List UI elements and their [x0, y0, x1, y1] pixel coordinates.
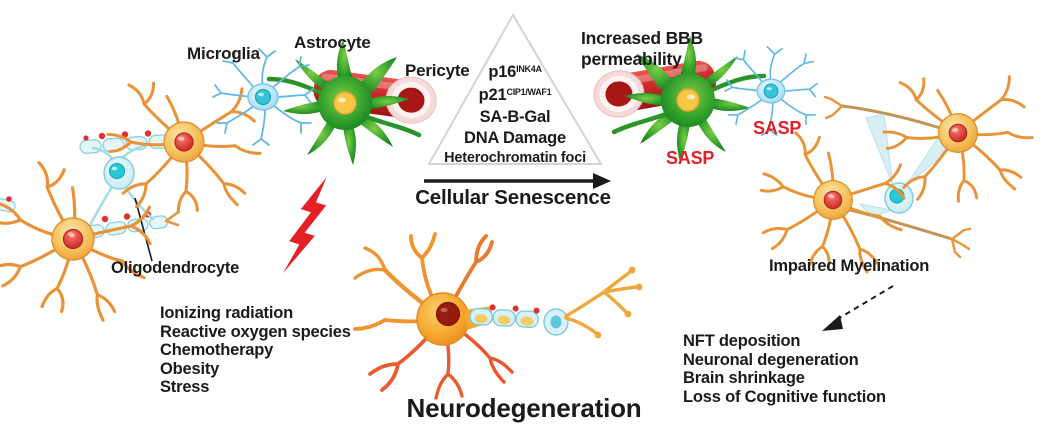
increased-bbb-label: Increased BBB permeability	[581, 28, 703, 69]
cellular-senescence-arrow-icon	[424, 173, 611, 189]
senescence-markers-list: p16INK4A p21CIP1/WAF1 SA-B-Gal DNA Damag…	[397, 62, 633, 169]
lightning-bolt-icon	[282, 177, 327, 274]
neuron-cell	[0, 151, 171, 338]
senescence-triangle	[427, 12, 603, 165]
oligodendrocyte-label: Oligodendrocyte	[111, 259, 240, 277]
stressor-item: Obesity	[160, 359, 220, 378]
left-myelinated-neurons-illustration	[0, 81, 262, 338]
stressor-item: Stress	[160, 378, 210, 397]
marker-dna-damage: DNA Damage	[464, 128, 566, 147]
sasp-astrocyte-label: SASP	[666, 148, 715, 168]
neurodegeneration-label: Neurodegeneration	[406, 393, 642, 423]
stressors-list: Ionizing radiation Reactive oxygen speci…	[160, 304, 351, 397]
oligodendrocyte-pointer-line	[134, 197, 153, 262]
impaired-myelination-illustration	[742, 68, 1039, 287]
outcome-item: Loss of Cognitive function	[683, 387, 886, 406]
stressor-item: Reactive oxygen species	[160, 322, 351, 341]
neuron-cell	[878, 68, 1039, 209]
pericyte-label: Pericyte	[405, 61, 470, 80]
microglia-label: Microglia	[187, 44, 260, 63]
dashed-arrow-icon	[822, 285, 894, 331]
outcome-item: NFT deposition	[683, 332, 801, 350]
sasp-microglia-label: SASP	[753, 118, 802, 138]
marker-heterochromatin: Heterochromatin foci	[444, 150, 586, 166]
outcome-item: Neuronal degeneration	[683, 350, 859, 369]
myelin-sheath-upper	[79, 130, 171, 154]
astrocyte-label: Astrocyte	[294, 33, 371, 52]
outcomes-list: NFT deposition Neuronal degeneration Bra…	[683, 332, 886, 406]
impaired-myelination-label: Impaired Myelination	[769, 257, 930, 275]
cellular-senescence-label: Cellular Senescence	[415, 186, 611, 209]
stressor-item: Chemotherapy	[160, 341, 274, 360]
outcome-item: Brain shrinkage	[683, 369, 805, 388]
degenerating-neuron-illustration	[353, 232, 643, 400]
marker-p21: p21CIP1/WAF1	[478, 85, 552, 104]
marker-sabgal: SA-B-Gal	[479, 108, 551, 126]
stressor-item: Ionizing radiation	[160, 304, 293, 322]
marker-p16: p16INK4A	[488, 63, 542, 81]
